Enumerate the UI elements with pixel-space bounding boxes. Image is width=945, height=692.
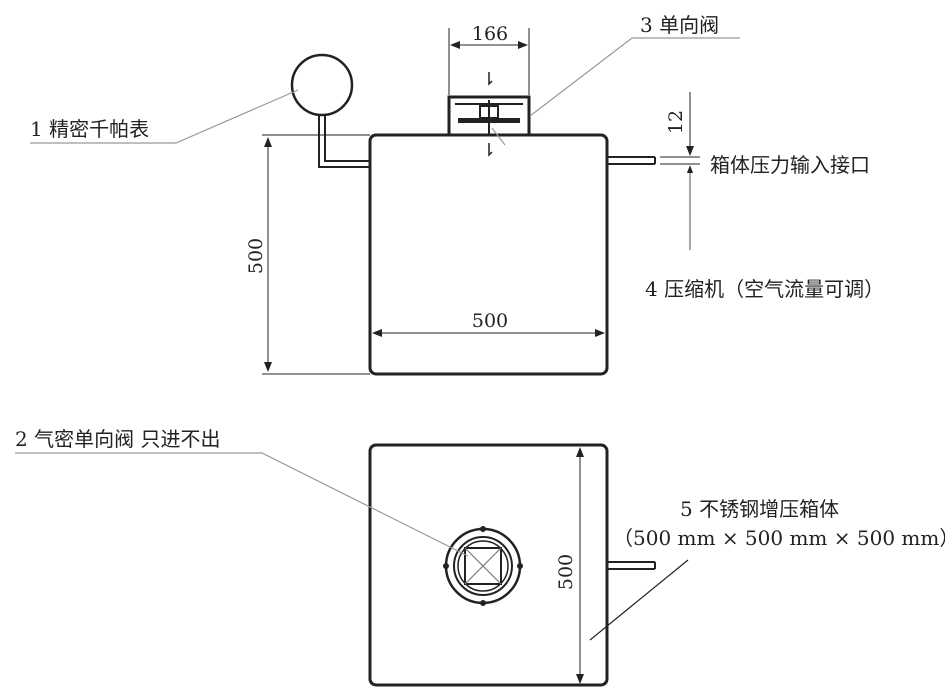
label-inlet: 箱体压力输入接口	[710, 153, 870, 177]
check-valve-icon	[447, 72, 531, 157]
gauge-icon	[290, 53, 354, 117]
front-view: 166 500 500 12 箱体压力输入接口 4 压缩机（空气流量可调） 3 …	[30, 13, 884, 376]
box-top	[368, 443, 609, 687]
gauge-pipe	[318, 115, 370, 168]
label-compressor: 4 压缩机（空气流量可调）	[645, 277, 884, 301]
label-gauge: 1 精密千帕表	[30, 117, 149, 141]
label-airtight-valve: 2 气密单向阀 只进不出	[15, 427, 220, 451]
dim-box-top: 500	[555, 554, 577, 590]
leader-check-valve	[529, 37, 740, 117]
inlet-pipe	[607, 156, 656, 165]
dim-box-width: 500	[472, 310, 508, 332]
leader-airtight-valve	[15, 452, 469, 557]
label-box-size: （500 mm × 500 mm × 500 mm）	[613, 526, 945, 550]
inlet-pipe-top	[607, 561, 656, 570]
label-check-valve: 3 单向阀	[640, 13, 719, 37]
top-view: 500 2 气密单向阀 只进不出 5 不锈钢增压箱体 （500 mm × 500…	[15, 427, 945, 687]
label-box: 5 不锈钢增压箱体	[680, 497, 839, 521]
dim-valve-width: 166	[472, 23, 508, 45]
leader-box	[589, 559, 689, 641]
leader-gauge	[30, 89, 299, 144]
dim-box-height: 500	[245, 238, 267, 274]
box-front	[368, 133, 609, 376]
airtight-valve-icon	[443, 526, 523, 606]
dim-inlet-gap: 12	[665, 110, 687, 134]
